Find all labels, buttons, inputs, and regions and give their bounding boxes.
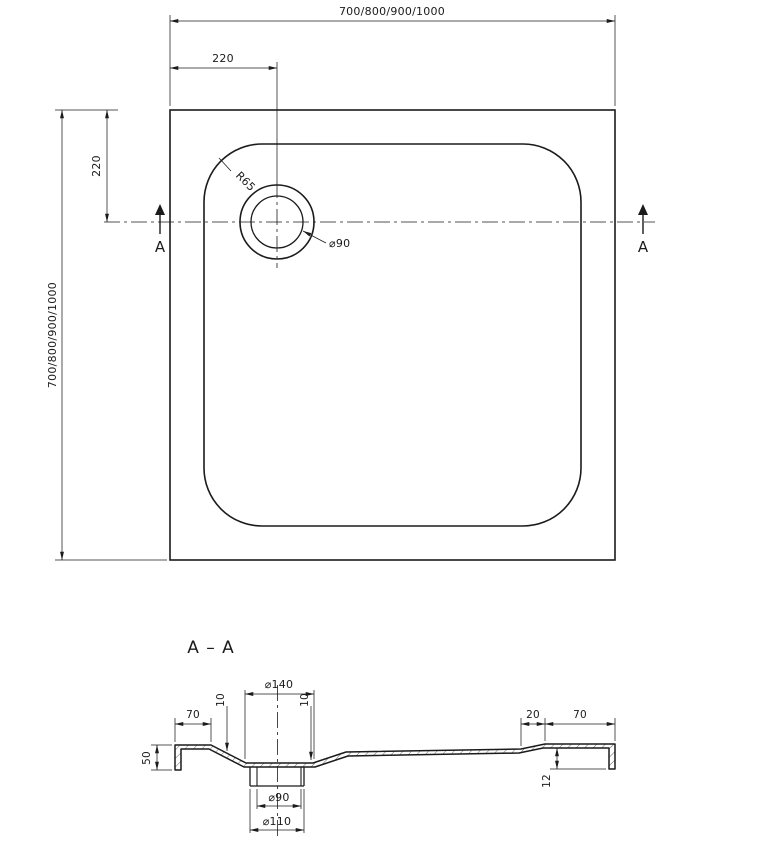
dim-label-right-recess-depth: 10 [299,693,311,707]
dim-label-drain-offset-v: 220 [90,155,103,177]
tray-profile-outline [174,743,616,771]
dim-label-right-rim: 70 [573,709,587,721]
section-arrow-up-icon [155,204,165,215]
dim-label-drain-hole: ⌀90 [268,791,289,804]
section-marker-right-label: A [638,238,649,256]
dim-label-left-height: 700/800/900/1000 [46,282,59,388]
section-marker-left-label: A [155,238,166,256]
section-arrow-up-icon [638,204,648,215]
drain-circle-outer [239,184,315,260]
leader-line-radius [218,157,232,172]
dim-label-drain-flange: ⌀110 [263,815,292,828]
dim-left-rim: 70 [174,709,212,742]
dim-label-recess-opening: ⌀140 [265,678,294,691]
leader-line-drain [302,230,327,244]
dim-label-right-step: 20 [526,709,540,721]
dim-label-edge-lip: 12 [541,774,553,788]
dim-label-top-width: 700/800/900/1000 [339,5,445,18]
drain-fitting-underside [249,767,305,787]
dim-right-recess-depth: 10 [299,693,313,761]
drain-circle-inner [250,195,304,249]
dim-edge-lip: 12 [541,747,606,788]
section-view: A – A ⌀140 70 10 [141,638,616,836]
dim-drain-offset-vertical: 220 [90,109,109,223]
dim-label-overall-height: 50 [141,751,153,765]
dim-overall-height: 50 [141,744,172,771]
dim-right-rim: 70 [544,709,616,741]
dim-top-width: 700/800/900/1000 [169,5,616,23]
dim-label-drain-diameter: ⌀90 [329,237,350,250]
dim-left-recess-depth: 10 [215,693,229,752]
callout-drain-diameter: ⌀90 [302,230,350,250]
dim-drain-flange: ⌀110 [249,789,305,833]
dim-drain-hole: ⌀90 [256,789,302,809]
dim-left-height: 700/800/900/1000 [46,109,167,561]
section-marker-left: A [155,204,166,256]
dim-label-drain-offset-h: 220 [212,52,234,65]
callout-corner-radius: R65 [218,157,258,194]
section-title: A – A [187,638,235,658]
tray-basin-outline [203,143,582,527]
dim-label-left-rim: 70 [186,709,200,721]
dim-recess-opening: ⌀140 [244,678,315,759]
dim-drain-offset-horizontal: 220 [169,52,278,182]
dim-right-step: 20 [520,709,546,746]
tray-outer-edge [169,109,616,561]
dim-label-left-recess-depth: 10 [215,693,227,707]
section-marker-right: A [638,204,649,256]
top-view: 700/800/900/1000 220 700/800/900/1000 22… [46,5,655,561]
dim-label-corner-radius: R65 [233,169,258,194]
